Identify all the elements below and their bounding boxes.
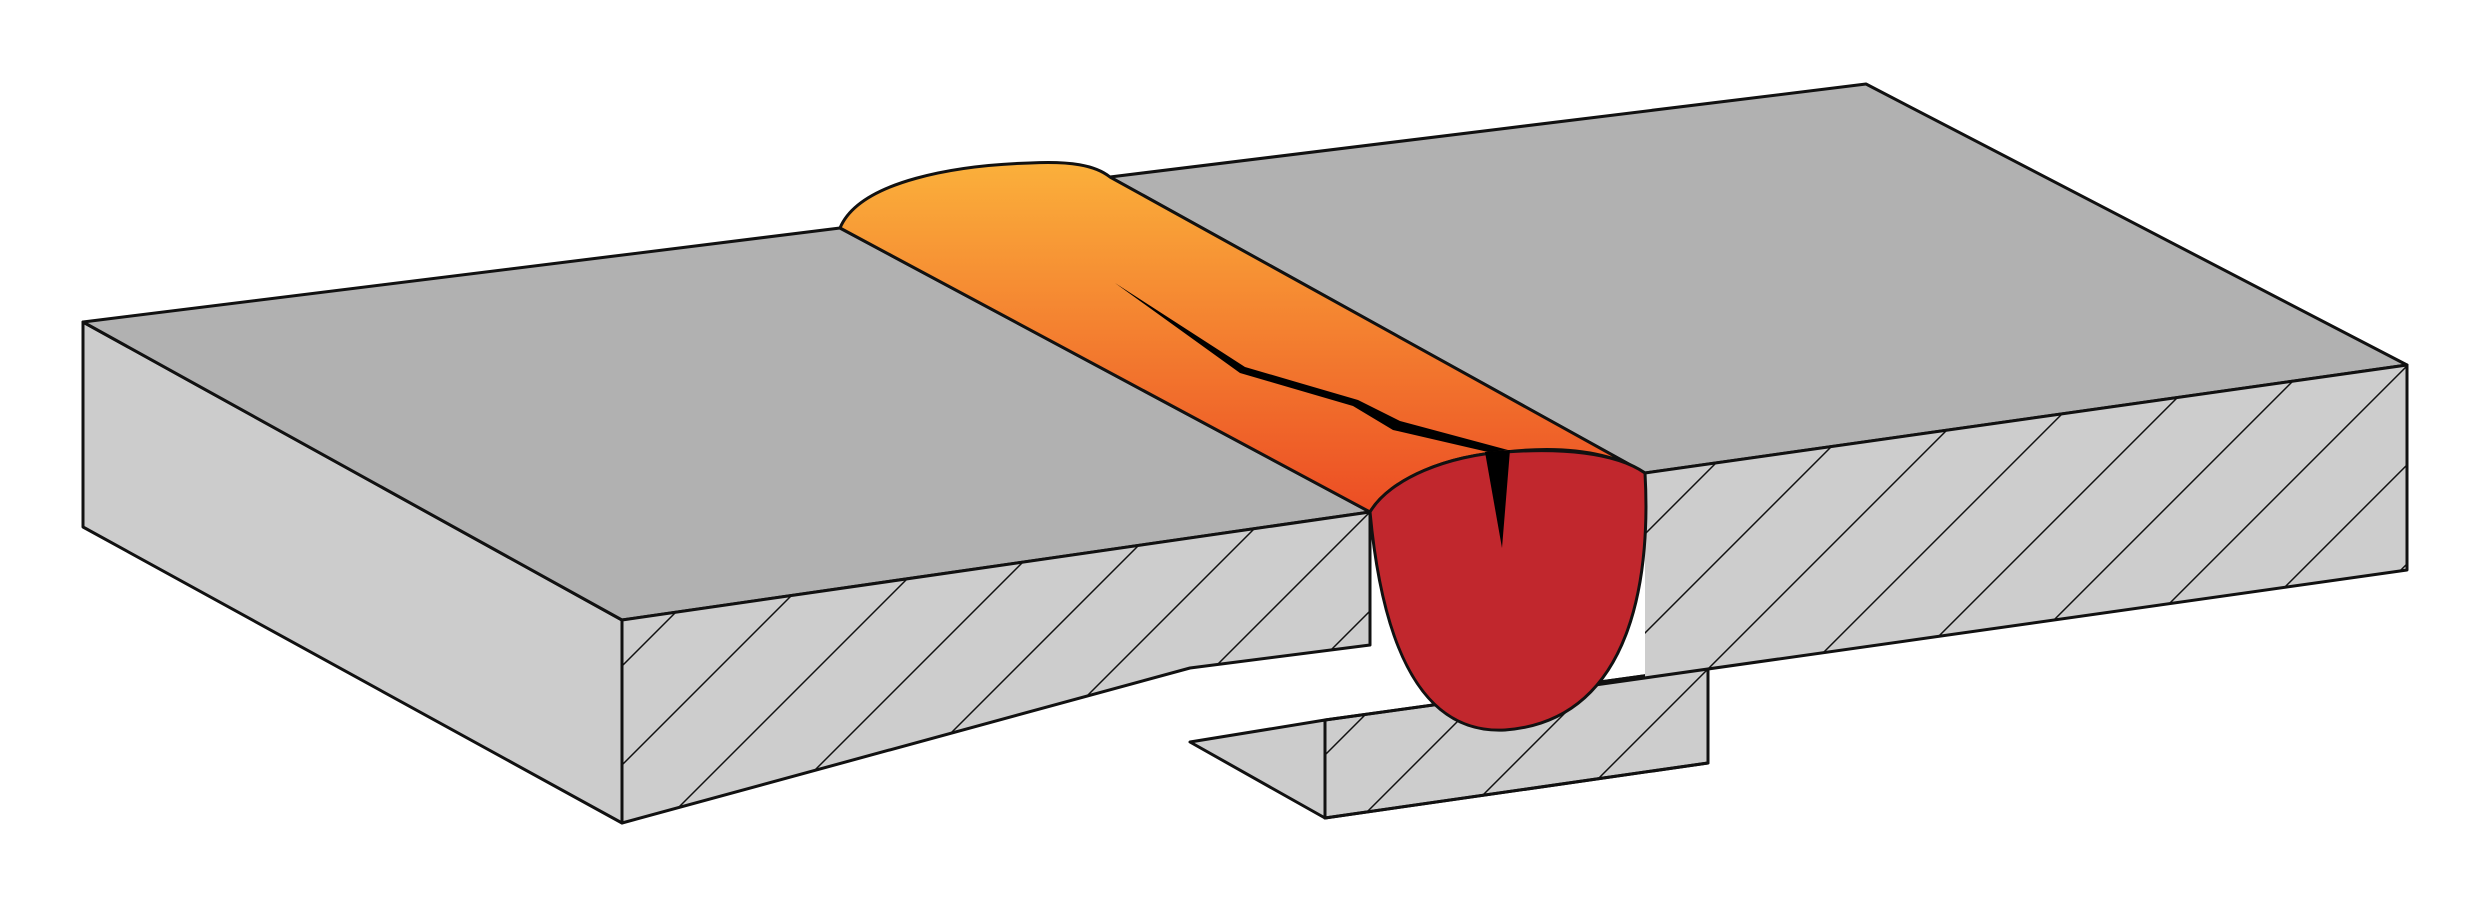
crack-depth [1485,450,1510,548]
left-plate [81,226,1372,825]
weld-cross-section [1368,449,1648,732]
weld-fusion-zone [1368,449,1648,732]
backing-strip-side [1188,718,1327,820]
centerline-crack [1115,283,1510,548]
